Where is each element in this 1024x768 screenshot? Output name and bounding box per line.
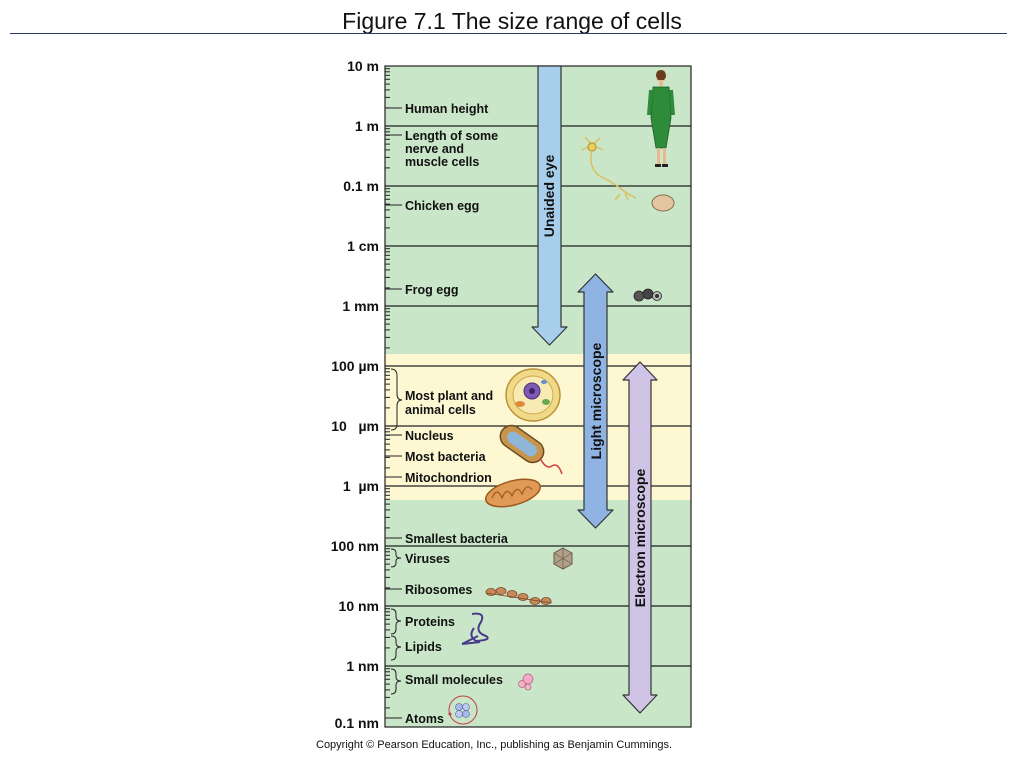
- nerve-cell-icon: [581, 136, 637, 201]
- frog-egg-icon: [633, 288, 662, 302]
- small-molecule-icon: [518, 673, 534, 691]
- brace-lipids: [390, 635, 402, 661]
- human-figure-icon: [647, 70, 675, 167]
- label-lipids: Lipids: [405, 640, 442, 654]
- label-smallest-bacteria: Smallest bacteria: [405, 532, 509, 546]
- title-divider: [10, 33, 1007, 34]
- label-proteins: Proteins: [405, 615, 455, 629]
- scale-label-100um: 100 µm: [331, 358, 379, 374]
- virus-icon: [553, 547, 573, 570]
- mitochondrion-icon: [485, 478, 541, 508]
- atom-icon: [448, 695, 478, 725]
- scale-label-100nm: 100 nm: [331, 538, 379, 554]
- scale-label-10m: 10 m: [347, 58, 379, 74]
- brace-small-molecules: [390, 668, 402, 695]
- label-cells-line-1: Most plant and: [405, 389, 493, 403]
- scale-label-0-1nm: 0.1 nm: [335, 715, 379, 731]
- scale-labels: 10 m 1 m 0.1 m 1 cm 1 mm 100 µm 10 µm 1 …: [331, 58, 379, 731]
- scale-label-1m: 1 m: [355, 118, 379, 134]
- plant-animal-cell-icon: [505, 368, 561, 422]
- label-ribosomes: Ribosomes: [405, 583, 472, 597]
- label-viruses: Viruses: [405, 552, 450, 566]
- copyright-notice: Copyright © Pearson Education, Inc., pub…: [316, 739, 673, 751]
- light-microscope-arrow: Light microscope: [577, 273, 614, 529]
- brace-viruses: [390, 548, 402, 568]
- figure-title: Figure 7.1 The size range of cells: [342, 8, 682, 34]
- label-nerve-line-3: muscle cells: [405, 155, 479, 169]
- scale-label-0-1m: 0.1 m: [343, 178, 379, 194]
- light-microscope-label: Light microscope: [588, 342, 604, 459]
- label-atoms: Atoms: [405, 712, 444, 726]
- scale-label-1um: 1 µm: [343, 478, 379, 494]
- electron-microscope-arrow: Electron microscope: [622, 361, 658, 714]
- electron-microscope-label: Electron microscope: [632, 469, 648, 608]
- label-nucleus: Nucleus: [405, 429, 454, 443]
- scale-label-1nm: 1 nm: [346, 658, 379, 674]
- label-mitochondrion: Mitochondrion: [405, 471, 492, 485]
- label-frog-egg: Frog egg: [405, 283, 458, 297]
- bacterium-icon: [499, 424, 563, 475]
- protein-lipid-icon: [461, 612, 489, 645]
- scale-label-1mm: 1 mm: [342, 298, 379, 314]
- scale-label-10nm: 10 nm: [339, 598, 379, 614]
- item-labels: Human height Length of some nerve and mu…: [405, 102, 509, 726]
- item-leaders: [385, 107, 403, 719]
- brace-proteins: [390, 608, 402, 635]
- unaided-eye-arrow: Unaided eye: [531, 65, 568, 346]
- unaided-eye-label: Unaided eye: [541, 155, 557, 238]
- label-nerve-line-1: Length of some: [405, 129, 498, 143]
- label-chicken-egg: Chicken egg: [405, 199, 479, 213]
- brace-plant-animal-cells: [390, 368, 403, 431]
- label-human-height: Human height: [405, 102, 489, 116]
- scale-label-1cm: 1 cm: [347, 238, 379, 254]
- label-small-molecules: Small molecules: [405, 673, 503, 687]
- label-nerve-line-2: nerve and: [405, 142, 464, 156]
- ribosome-icon: [485, 587, 553, 605]
- scale-label-10um: 10 µm: [331, 418, 379, 434]
- label-most-bacteria: Most bacteria: [405, 450, 487, 464]
- label-cells-line-2: animal cells: [405, 403, 476, 417]
- chicken-egg-icon: [651, 194, 675, 212]
